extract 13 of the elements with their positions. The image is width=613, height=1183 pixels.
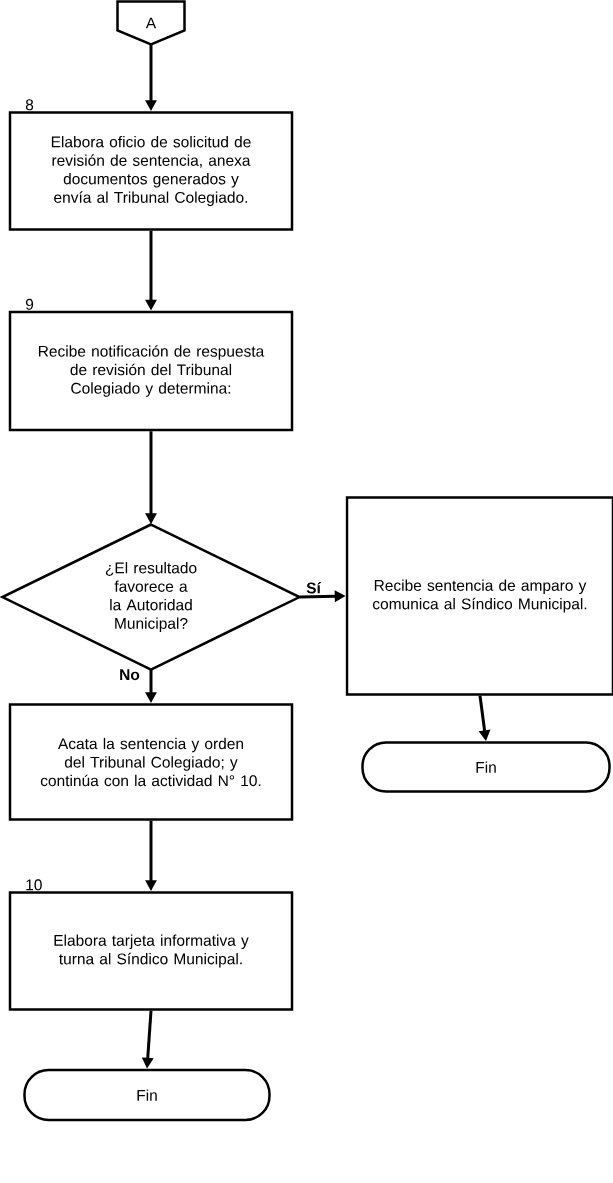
offpage-connector: A: [116, 0, 186, 46]
process-box: Elabora tarjeta informativa y turna al Síndico Municipal.: [8, 891, 294, 1011]
step-number: 9: [25, 298, 34, 310]
terminator: Fin: [361, 741, 611, 793]
process-box: Acata la sentencia y orden del Tribunal Colegiado; y continúa con la actividad N° 10.: [8, 703, 294, 821]
edge-label: No: [118, 668, 141, 682]
terminator: Fin: [23, 1068, 271, 1122]
edge-label: Sí: [305, 581, 322, 595]
process-box: Elabora oficio de solicitud de revisión de sentencia, anexa documentos generados y envía al Tribunal Colegiado.: [8, 111, 294, 231]
step-number: 8: [25, 99, 34, 111]
process-box: Recibe notificación de respuesta de revisión del Tribunal Colegiado y determina:: [8, 310, 294, 432]
process-box: Recibe sentencia de amparo y comunica al Síndico Municipal.: [345, 496, 613, 696]
step-number: 10: [26, 879, 42, 891]
